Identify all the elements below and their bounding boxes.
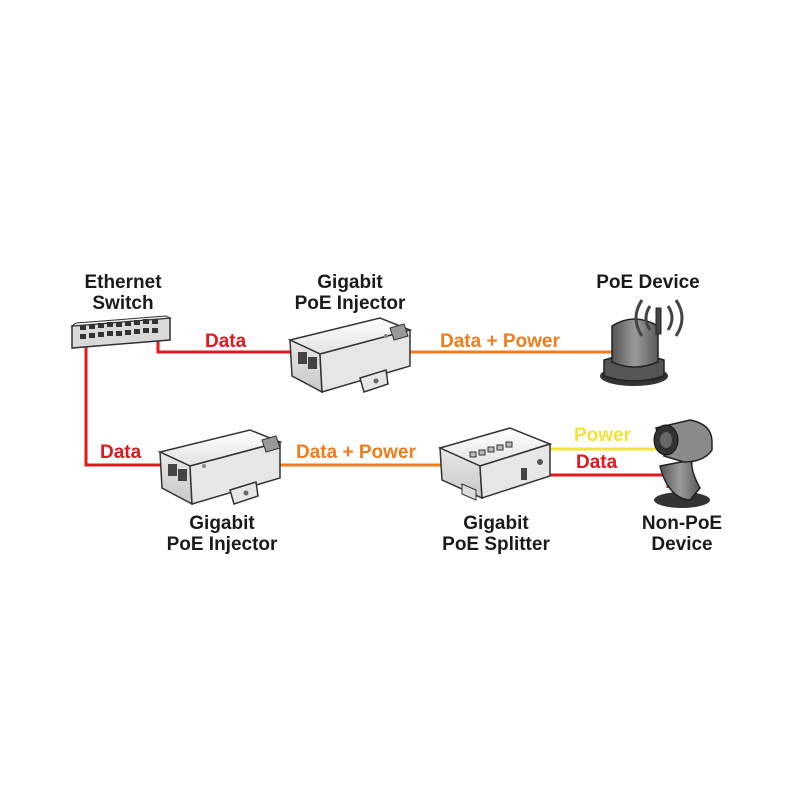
label-non-poe-device: Non-PoE Device — [622, 513, 742, 555]
label-poe-device-line1: PoE Device — [596, 272, 700, 293]
non-poe-device-icon — [653, 419, 713, 508]
label-ethernet-switch-line2: Switch — [92, 293, 154, 314]
link-label-data-bottom: Data — [100, 442, 142, 463]
label-splitter: Gigabit PoE Splitter — [426, 513, 566, 555]
poe-injector-bottom-icon — [157, 429, 283, 506]
label-injector-bottom: Gigabit PoE Injector — [152, 513, 292, 555]
link-label-data-power-top: Data + Power — [440, 331, 560, 352]
label-injector-top-line2: PoE Injector — [294, 293, 406, 314]
cable-splitter-data — [548, 473, 670, 488]
label-injector-bottom-line2: PoE Injector — [166, 534, 278, 555]
poe-device-icon — [600, 299, 684, 386]
cable-switch-to-injector-top — [156, 338, 298, 354]
link-label-data-power-bottom: Data + Power — [296, 442, 416, 463]
label-non-poe-device-line1: Non-PoE — [641, 513, 723, 534]
link-label-data-top: Data — [205, 331, 247, 352]
poe-injector-top-icon — [287, 317, 413, 394]
cable-switch-to-injector-bottom — [84, 346, 168, 467]
label-splitter-line2: PoE Splitter — [442, 534, 550, 555]
label-injector-bottom-line1: Gigabit — [189, 513, 255, 534]
poe-splitter-icon — [437, 427, 553, 501]
label-non-poe-device-line2: Device — [651, 534, 713, 555]
label-splitter-line1: Gigabit — [463, 513, 529, 534]
ethernet-switch-icon — [70, 315, 172, 349]
link-label-data-splitter: Data — [576, 452, 618, 473]
label-injector-top: Gigabit PoE Injector — [280, 272, 420, 314]
label-ethernet-switch: Ethernet Switch — [68, 272, 178, 314]
label-poe-device: PoE Device — [578, 272, 718, 293]
label-ethernet-switch-line1: Ethernet — [84, 272, 162, 293]
label-injector-top-line1: Gigabit — [317, 272, 383, 293]
link-label-power: Power — [574, 425, 632, 446]
